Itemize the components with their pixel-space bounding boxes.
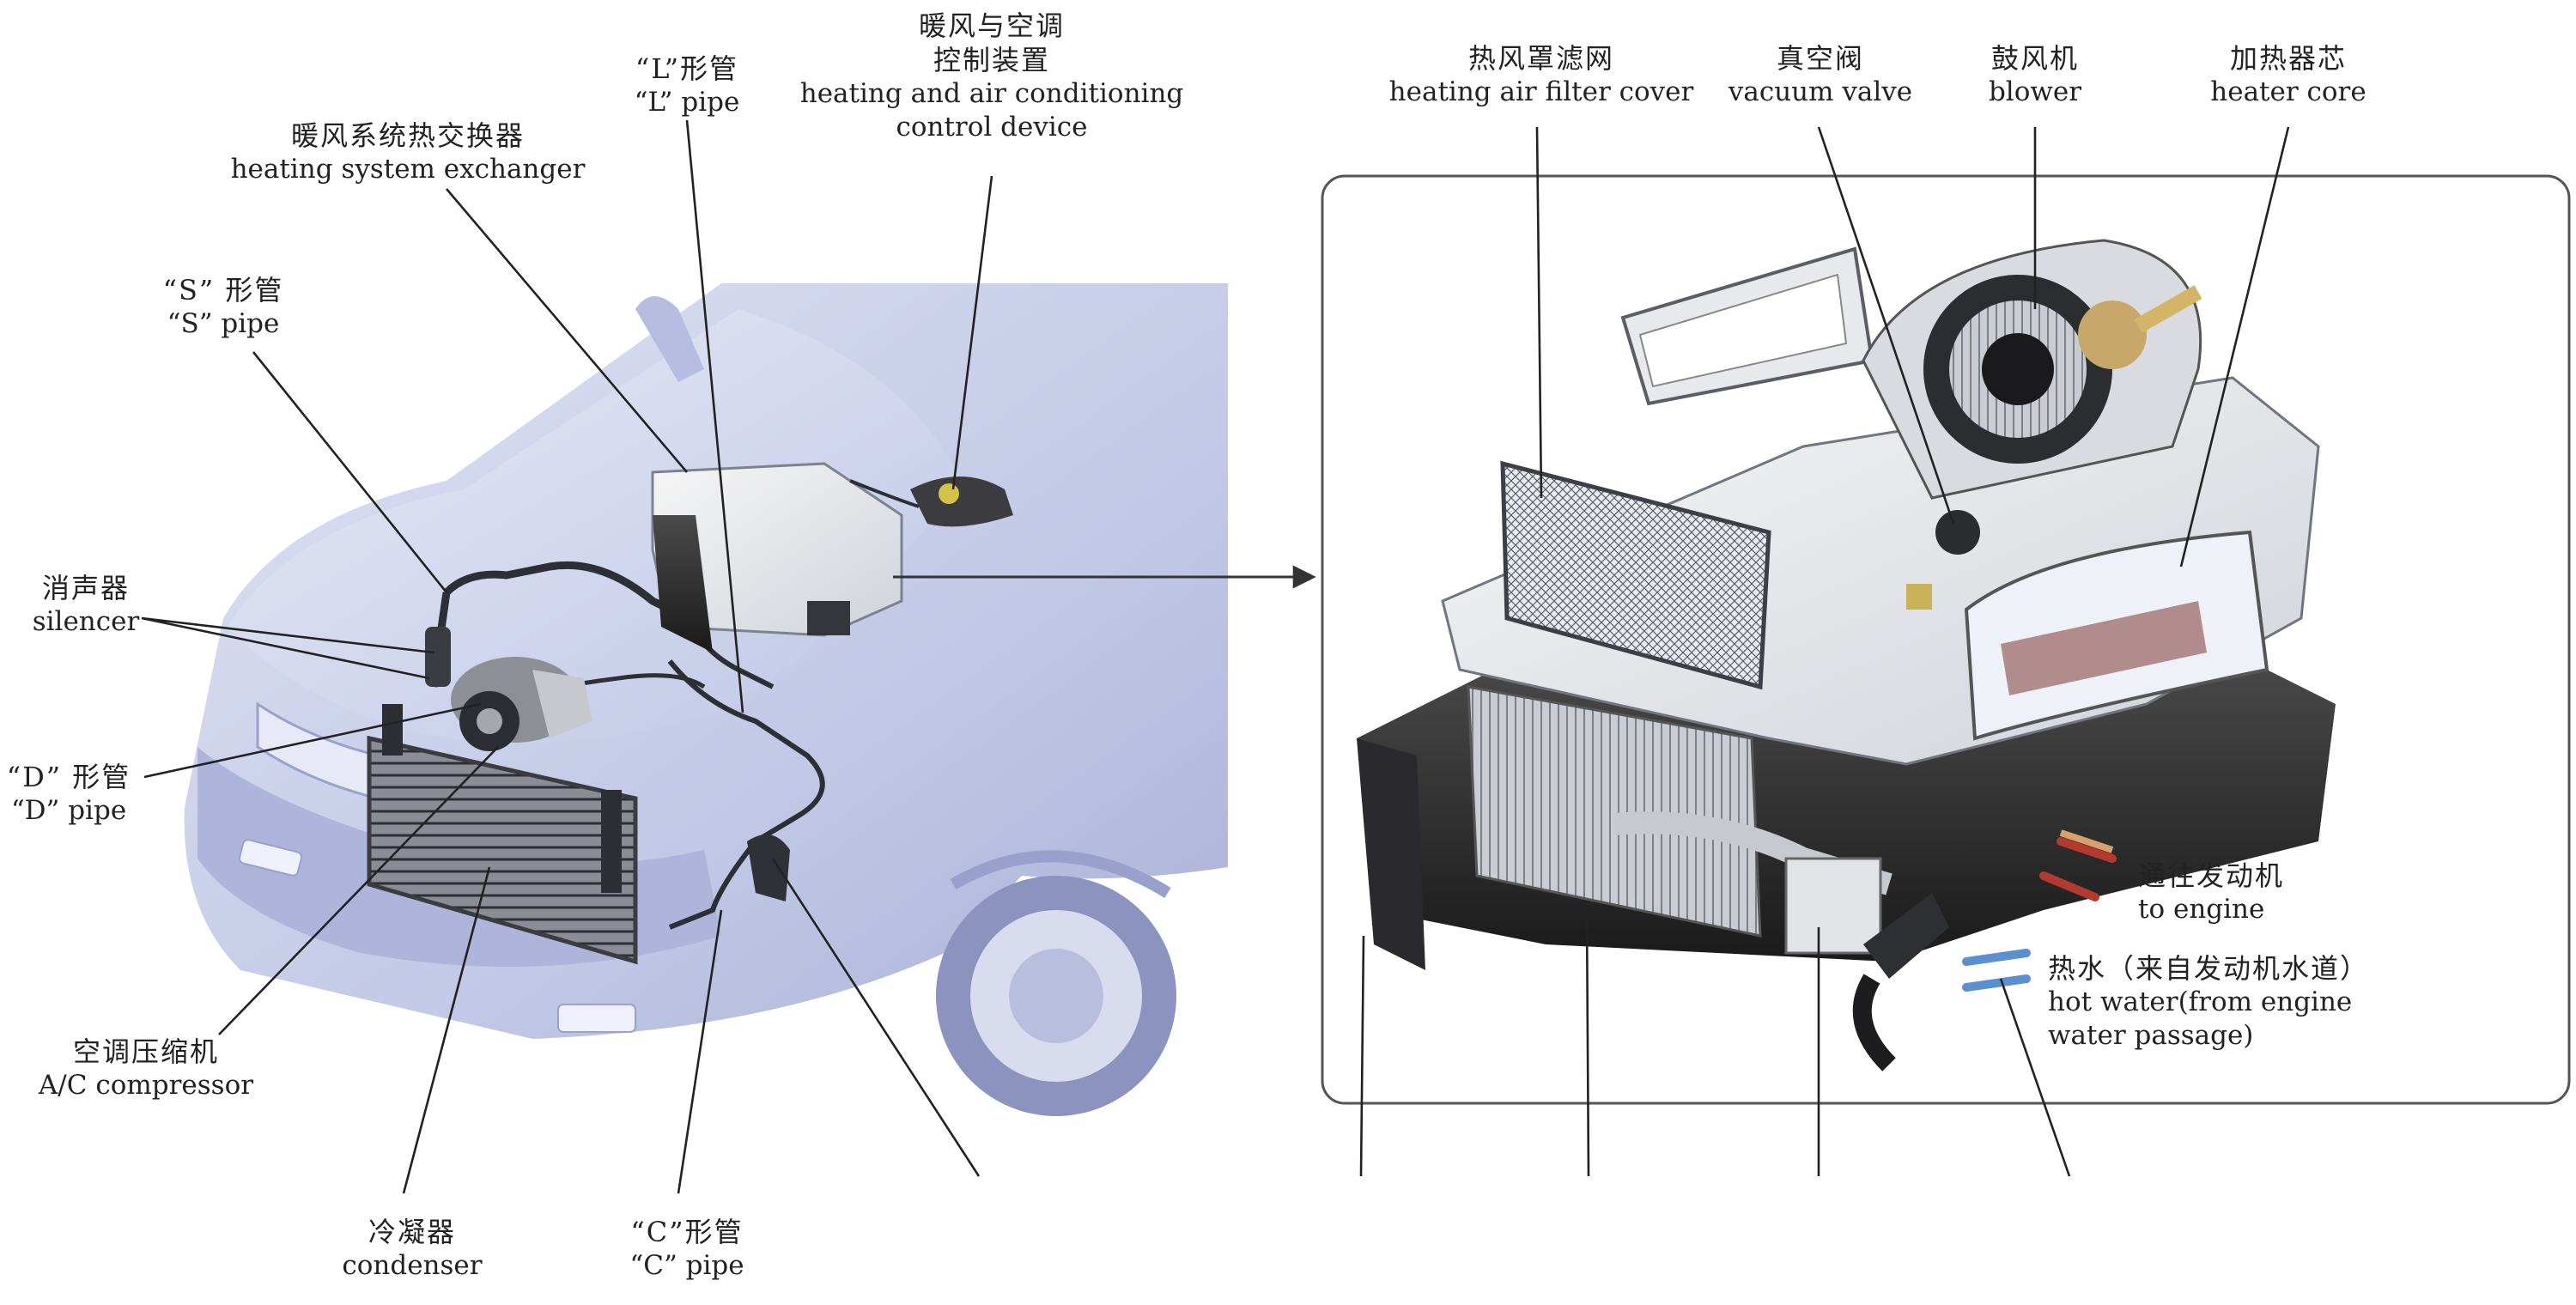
vacuum-valve-graphic — [1906, 510, 1980, 610]
label-silencer: 消声器 silencer — [26, 571, 146, 639]
hot-water-arrow — [1962, 949, 2031, 992]
label-blower-zh: 鼓风机 — [1990, 42, 2079, 75]
label-blower-en: blower — [1988, 76, 2082, 107]
label-c-pipe: “C”形管 “C” pipe — [610, 1215, 764, 1283]
blower-graphic — [1923, 275, 2202, 464]
label-hot-water: 热水（来自发动机水道） hot water(from engine water … — [2048, 951, 2409, 1053]
label-compressor: 空调压缩机 A/C compressor — [34, 1035, 258, 1102]
label-hac-device: 暖风与空调 控制装置 heating and air conditioning … — [799, 9, 1185, 144]
label-silencer-zh: 消声器 — [41, 572, 130, 604]
label-hot-water-en1: hot water(from engine — [2048, 986, 2353, 1017]
label-d-pipe-en: “D” pipe — [10, 795, 127, 826]
label-s-pipe-en: “S” pipe — [167, 308, 280, 339]
car-illustration — [184, 283, 1229, 1116]
label-hot-water-zh: 热水（来自发动机水道） — [2048, 952, 2370, 985]
label-filter-cover-en: heating air filter cover — [1388, 76, 1694, 107]
label-hac-device-zh1: 暖风与空调 — [918, 9, 1065, 42]
hvac-unit-illustration — [1357, 239, 2336, 1071]
s-pipe-graphic — [443, 561, 690, 622]
label-to-engine-zh: 通往发动机 — [2138, 859, 2285, 892]
silencer-graphic — [425, 627, 451, 687]
label-condenser-zh: 冷凝器 — [368, 1216, 456, 1248]
label-filter-cover: 热风罩滤网 heating air filter cover — [1378, 41, 1704, 109]
label-l-pipe-en: “L” pipe — [634, 87, 740, 118]
label-vacuum-valve-en: vacuum valve — [1728, 76, 1913, 107]
label-vacuum-valve: 真空阀 vacuum valve — [1717, 41, 1923, 109]
label-compressor-en: A/C compressor — [38, 1070, 254, 1101]
label-hac-device-zh2: 控制装置 — [933, 44, 1050, 76]
label-hac-device-en2: control device — [896, 111, 1088, 143]
label-condenser: 冷凝器 condenser — [326, 1215, 498, 1283]
c-pipe-graphic — [667, 659, 825, 930]
label-to-engine: 通往发动机 to engine — [2138, 859, 2361, 926]
label-s-pipe: “S” 形管 “S” pipe — [155, 273, 292, 341]
label-condenser-en: condenser — [342, 1250, 483, 1281]
label-d-pipe: “D” 形管 “D” pipe — [0, 760, 137, 828]
label-d-pipe-zh: “D” 形管 — [6, 761, 131, 793]
to-engine-arrow — [2039, 837, 2117, 901]
label-hac-device-en1: heating and air conditioning — [799, 78, 1184, 109]
label-heat-exchanger-en: heating system exchanger — [230, 154, 586, 185]
filter-cover-graphic — [1500, 460, 1771, 690]
label-vacuum-valve-zh: 真空阀 — [1776, 42, 1864, 75]
label-filter-cover-zh: 热风罩滤网 — [1467, 42, 1614, 75]
label-l-pipe: “L”形管 “L” pipe — [618, 52, 756, 119]
label-to-engine-en: to engine — [2138, 894, 2265, 925]
label-silencer-en: silencer — [32, 606, 140, 637]
label-c-pipe-en: “C” pipe — [629, 1250, 744, 1281]
detail-frame — [1321, 174, 2571, 1105]
label-l-pipe-zh: “L”形管 — [635, 52, 739, 85]
label-heat-exchanger: 暖风系统热交换器 heating system exchanger — [223, 118, 592, 186]
compressor-graphic — [451, 657, 592, 751]
label-s-pipe-zh: “S” 形管 — [162, 274, 284, 307]
label-hot-water-en2: water passage) — [2048, 1019, 2254, 1051]
car-hood — [228, 309, 962, 743]
heat-exchanger-graphic — [651, 462, 903, 652]
label-heater-core-zh: 加热器芯 — [2229, 42, 2347, 75]
label-blower: 鼓风机 blower — [1966, 41, 2104, 109]
label-c-pipe-zh: “C”形管 — [630, 1216, 744, 1248]
leader-lines — [141, 119, 2290, 1194]
label-heat-exchanger-zh: 暖风系统热交换器 — [290, 119, 525, 152]
label-heater-core-en: heater core — [2210, 76, 2366, 107]
heater-core-graphic — [1964, 530, 2269, 741]
label-heater-core: 加热器芯 heater core — [2207, 41, 2370, 109]
condenser-graphic — [367, 704, 638, 965]
label-compressor-zh: 空调压缩机 — [72, 1035, 219, 1068]
